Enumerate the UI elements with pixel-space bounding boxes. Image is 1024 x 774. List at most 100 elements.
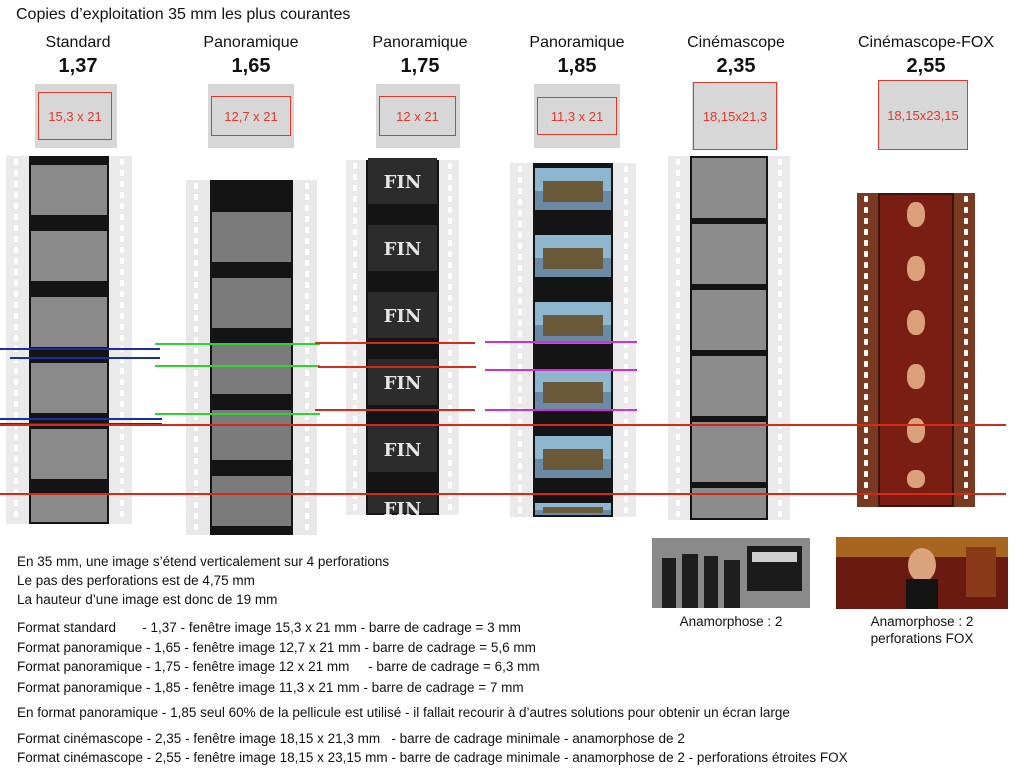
format-ratio-3: 1,85 — [557, 55, 597, 77]
perforation — [864, 328, 868, 334]
perforation — [305, 425, 309, 431]
film-frame — [535, 369, 611, 411]
perforation — [305, 238, 309, 244]
film-frame: FIN — [368, 292, 437, 338]
film-frame — [535, 168, 611, 210]
perforation — [305, 381, 309, 387]
perforation — [676, 192, 680, 198]
frame-fin-text: FIN — [383, 171, 422, 193]
image-window-2: 12 x 21 — [379, 96, 456, 136]
perforation — [778, 489, 782, 495]
perforation — [676, 214, 680, 220]
perforation — [778, 423, 782, 429]
perforation — [964, 251, 968, 257]
perforation — [676, 159, 680, 165]
perforation — [778, 368, 782, 374]
perforation — [778, 324, 782, 330]
perforation — [194, 293, 198, 299]
film-frame — [212, 410, 291, 460]
perforation — [353, 229, 357, 235]
perforation — [778, 269, 782, 275]
guide-line — [315, 409, 475, 411]
perforation — [624, 485, 628, 491]
perforation — [624, 408, 628, 414]
perforation — [676, 170, 680, 176]
perforation — [448, 317, 452, 323]
film-strip-3 — [510, 163, 636, 517]
perforation — [305, 282, 309, 288]
perforation — [305, 458, 309, 464]
perforation — [964, 306, 968, 312]
perforation — [353, 438, 357, 444]
film-frame — [212, 476, 291, 526]
perforation — [448, 163, 452, 169]
perforation — [518, 419, 522, 425]
perforation — [353, 251, 357, 257]
film-frame — [31, 429, 107, 479]
film-frame — [692, 290, 766, 350]
perforation — [120, 236, 124, 242]
film-frame — [880, 303, 952, 359]
perforation — [194, 359, 198, 365]
perforation — [448, 416, 452, 422]
perforation — [778, 247, 782, 253]
guide-line — [0, 418, 162, 420]
perforation — [305, 183, 309, 189]
perforation — [864, 383, 868, 389]
format-line-165: Format panoramique - 1,65 - fenêtre imag… — [17, 640, 536, 655]
perforation — [964, 361, 968, 367]
perforation — [305, 524, 309, 530]
intro-line-1: En 35 mm, une image s’étend verticalemen… — [17, 554, 390, 569]
perforation — [194, 348, 198, 354]
perforation — [624, 419, 628, 425]
perforation — [778, 170, 782, 176]
anamorphic-thumbnail-scope — [652, 538, 810, 608]
perforation — [353, 196, 357, 202]
film-frame — [535, 503, 611, 515]
perforation — [353, 262, 357, 268]
film-frame — [692, 158, 766, 218]
perforation — [353, 493, 357, 499]
perforation — [518, 375, 522, 381]
perforation — [448, 438, 452, 444]
perforation — [353, 504, 357, 510]
perforation — [353, 383, 357, 389]
perforation — [194, 183, 198, 189]
perforation — [676, 324, 680, 330]
format-ratio-0: 1,37 — [58, 55, 98, 77]
perforation — [518, 177, 522, 183]
perforation — [676, 368, 680, 374]
perforation — [778, 258, 782, 264]
film-frame — [692, 422, 766, 482]
perforation — [448, 405, 452, 411]
perforation — [14, 236, 18, 242]
perforation — [353, 460, 357, 466]
perforation — [120, 412, 124, 418]
perforation — [194, 458, 198, 464]
perforation — [120, 423, 124, 429]
film-strip-0 — [6, 156, 132, 524]
perforation — [194, 216, 198, 222]
perforation — [305, 227, 309, 233]
perforation — [448, 504, 452, 510]
perforation — [864, 218, 868, 224]
perforation — [14, 335, 18, 341]
perforation — [194, 238, 198, 244]
perforation — [518, 507, 522, 513]
perforation — [14, 390, 18, 396]
perforation — [448, 295, 452, 301]
guide-line — [155, 365, 320, 367]
perforation — [518, 265, 522, 271]
perforation — [676, 236, 680, 242]
perforation — [624, 210, 628, 216]
format-ratio-4: 2,35 — [716, 55, 756, 77]
perforation — [964, 350, 968, 356]
perforation — [120, 313, 124, 319]
perforation — [14, 269, 18, 275]
perforation — [676, 489, 680, 495]
perforation — [964, 229, 968, 235]
perforation — [964, 482, 968, 488]
film-frame — [880, 411, 952, 467]
perforation — [778, 467, 782, 473]
perforation — [448, 240, 452, 246]
